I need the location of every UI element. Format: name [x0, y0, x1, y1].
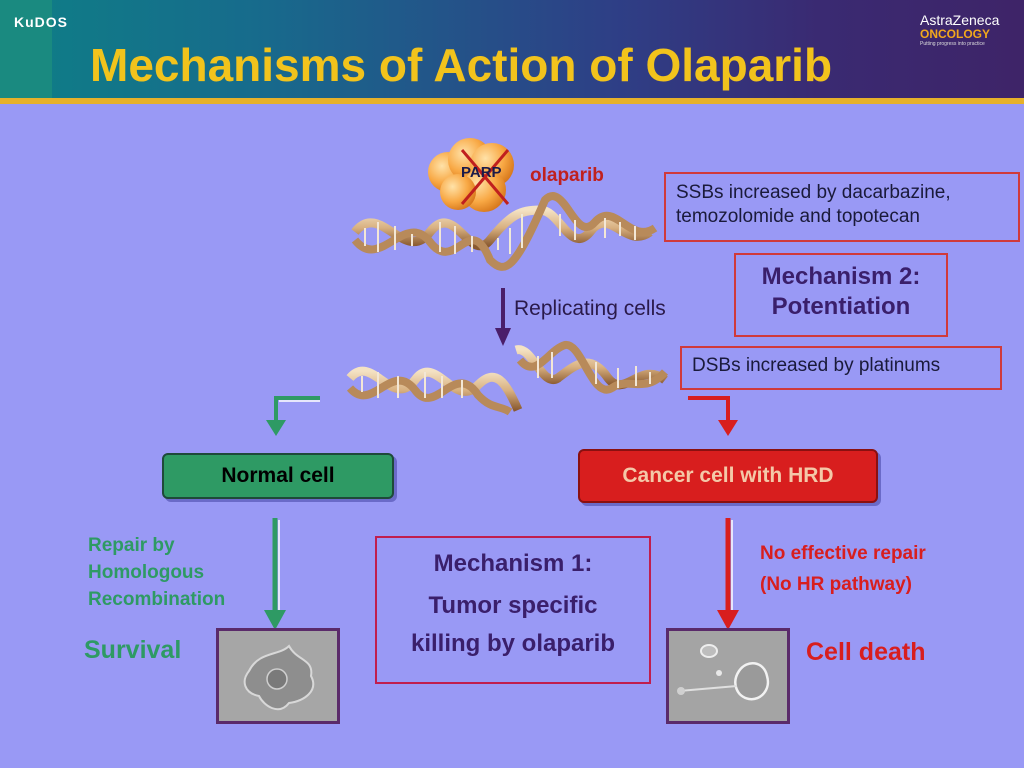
ssb-info-box: SSBs increased by dacarbazine, temozolom…: [664, 172, 1020, 242]
ssb-text-line1: SSBs increased by dacarbazine,: [676, 182, 951, 203]
replicating-arrow: [495, 288, 511, 346]
parp-protein: [428, 138, 514, 212]
cancer-cell-label: Cancer cell with HRD: [622, 464, 834, 487]
header-underline: [0, 98, 1024, 104]
mechanism-2-title: Mechanism 2:: [761, 263, 921, 290]
repair-text-line3: Recombination: [88, 589, 226, 610]
page-title: Mechanisms of Action of Olaparib: [90, 39, 833, 91]
arrow-to-cancer-cell: [688, 396, 738, 436]
normal-cell-box: Normal cell: [162, 453, 394, 499]
mechanism-2-subtitle: Potentiation: [771, 293, 911, 320]
no-repair-text-line2: (No HR pathway): [760, 574, 912, 595]
cancer-cell-box: Cancer cell with HRD: [578, 449, 878, 503]
dsb-text: DSBs increased by platinums: [692, 355, 941, 376]
repair-text-line1: Repair by: [88, 535, 175, 556]
mechanism-1-line2: Tumor specific: [428, 592, 598, 619]
no-repair-text-line1: No effective repair: [760, 543, 926, 564]
replicating-cells-label: Replicating cells: [514, 297, 666, 320]
cell-death-label: Cell death: [806, 638, 926, 666]
mechanism-1-line3: killing by olaparib: [410, 630, 616, 657]
no-repair-text: No effective repair (No HR pathway): [760, 538, 926, 600]
dna-helix-top: [351, 192, 658, 271]
astrazeneca-logo-text: AstraZeneca: [920, 12, 1000, 28]
logo-tagline: Putting progress into practice: [920, 41, 985, 47]
ssb-text-line2: temozolomide and topotecan: [676, 206, 920, 227]
header-banner: [0, 0, 1024, 100]
mechanism-2-box: Mechanism 2: Potentiation: [734, 253, 948, 337]
oncology-logo-text: ONCOLOGY: [920, 27, 991, 41]
dna-helix-broken-right: [514, 341, 669, 394]
olaparib-label: olaparib: [530, 165, 604, 186]
header-left-block: [0, 0, 52, 100]
astrazeneca-logo: AstraZeneca ONCOLOGY Putting progress in…: [920, 12, 999, 47]
survival-label: Survival: [84, 636, 182, 664]
mechanism-1-box: Mechanism 1: Tumor specific killing by o…: [375, 536, 651, 684]
kudos-logo: KuDOS: [14, 14, 68, 30]
dsb-info-box: DSBs increased by platinums: [680, 346, 1002, 390]
mechanism-1-title: Mechanism 1:: [433, 550, 593, 577]
repair-text: Repair by Homologous Recombination: [88, 532, 225, 613]
repair-text-line2: Homologous: [88, 562, 205, 583]
parp-label: PARP: [461, 164, 502, 181]
surviving-cell-drawing: [219, 631, 337, 721]
surviving-cell-image: [216, 628, 340, 724]
dying-cell-image: [666, 628, 790, 724]
arrow-to-cell-death: [717, 518, 739, 630]
normal-cell-label: Normal cell: [221, 464, 335, 487]
arrow-to-normal-cell: [266, 396, 320, 436]
dna-helix-broken-left: [346, 366, 523, 416]
dying-cell-drawing: [669, 631, 787, 721]
arrow-to-survival: [264, 518, 286, 630]
